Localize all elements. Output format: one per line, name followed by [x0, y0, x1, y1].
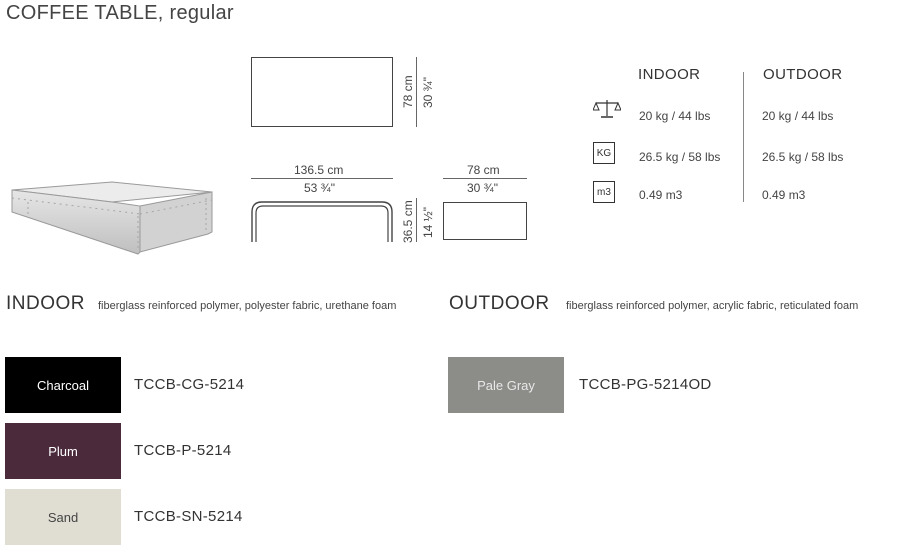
m3-box-icon: m3: [593, 181, 615, 203]
outdoor-finish-code: TCCB-PG-5214OD: [579, 376, 712, 393]
spec-indoor-value: 0.49 m3: [639, 188, 683, 202]
indoor-swatch-plum[interactable]: Plum: [5, 423, 121, 479]
spec-indoor-header: INDOOR: [638, 66, 701, 83]
height-cm: 36.5 cm: [401, 200, 415, 243]
top-depth-in: 30 ¾": [421, 77, 435, 108]
spec-outdoor-value: 20 kg / 44 lbs: [762, 109, 834, 123]
spec-divider: [743, 72, 744, 202]
table-illustration: [11, 181, 213, 255]
height-in: 14 ½": [421, 207, 435, 238]
indoor-swatch-charcoal[interactable]: Charcoal: [5, 357, 121, 413]
spec-indoor-value: 26.5 kg / 58 lbs: [639, 150, 721, 164]
height-dimension-line: [416, 198, 417, 242]
page-title: COFFEE TABLE, regular: [6, 2, 234, 24]
side-depth-dimension-line: [443, 178, 527, 179]
front-width-in: 53 ¾": [304, 181, 335, 195]
kg-box-icon: KG: [593, 142, 615, 164]
top-depth-dimension-line: [416, 57, 417, 127]
spec-indoor-value: 20 kg / 44 lbs: [639, 109, 711, 123]
indoor-swatch-sand[interactable]: Sand: [5, 489, 121, 545]
outdoor-swatch-pale-gray[interactable]: Pale Gray: [448, 357, 564, 413]
outdoor-section-label: OUTDOOR: [449, 293, 550, 314]
spec-outdoor-value: 0.49 m3: [762, 188, 806, 202]
spec-outdoor-value: 26.5 kg / 58 lbs: [762, 150, 844, 164]
indoor-finish-code: TCCB-CG-5214: [134, 376, 245, 393]
side-depth-in: 30 ¾": [467, 181, 498, 195]
scale-icon: [593, 100, 621, 118]
front-width-dimension-line: [251, 178, 393, 179]
indoor-section-label: INDOOR: [6, 293, 85, 314]
side-view-drawing: [443, 202, 527, 240]
indoor-finish-code: TCCB-SN-5214: [134, 508, 243, 525]
top-view-drawing: [251, 57, 393, 127]
outdoor-material-description: fiberglass reinforced polymer, acrylic f…: [566, 300, 859, 312]
front-width-cm: 136.5 cm: [294, 163, 344, 177]
side-depth-cm: 78 cm: [467, 163, 500, 177]
indoor-material-description: fiberglass reinforced polymer, polyester…: [98, 300, 397, 312]
indoor-finish-code: TCCB-P-5214: [134, 442, 232, 459]
top-depth-cm: 78 cm: [401, 75, 415, 108]
front-view-drawing: [251, 201, 393, 242]
spec-outdoor-header: OUTDOOR: [763, 66, 843, 83]
